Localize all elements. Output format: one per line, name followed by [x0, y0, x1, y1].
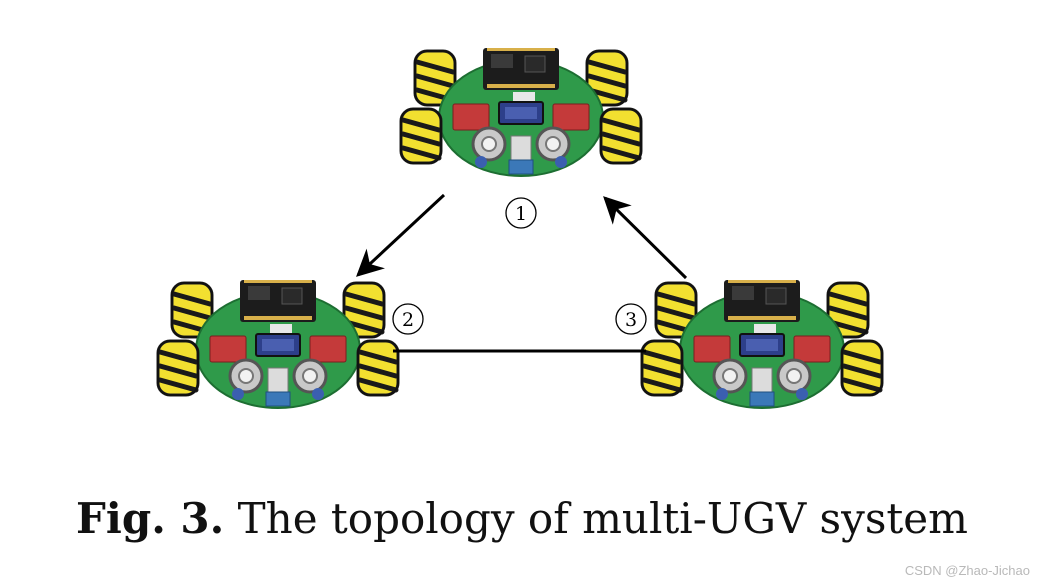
ugv-2 — [158, 280, 398, 408]
node-label-2: 2 — [392, 303, 424, 335]
figure-number: Fig. 3. — [76, 494, 225, 543]
topology-diagram: 1 2 3 — [0, 0, 1044, 480]
svg-text:2: 2 — [402, 309, 414, 331]
edge-3-to-1 — [603, 196, 688, 280]
watermark: CSDN @Zhao-Jichao — [904, 563, 1030, 578]
ugv-3 — [642, 280, 882, 408]
figure-caption: Fig. 3. The topology of multi-UGV system — [0, 494, 1044, 543]
svg-text:1: 1 — [515, 203, 527, 225]
ugv-1 — [401, 48, 641, 176]
node-label-3: 3 — [615, 303, 647, 335]
edge-1-to-2 — [356, 193, 446, 277]
node-label-1: 1 — [505, 197, 537, 229]
svg-text:3: 3 — [625, 309, 637, 331]
figure-title: The topology of multi-UGV system — [237, 494, 968, 543]
